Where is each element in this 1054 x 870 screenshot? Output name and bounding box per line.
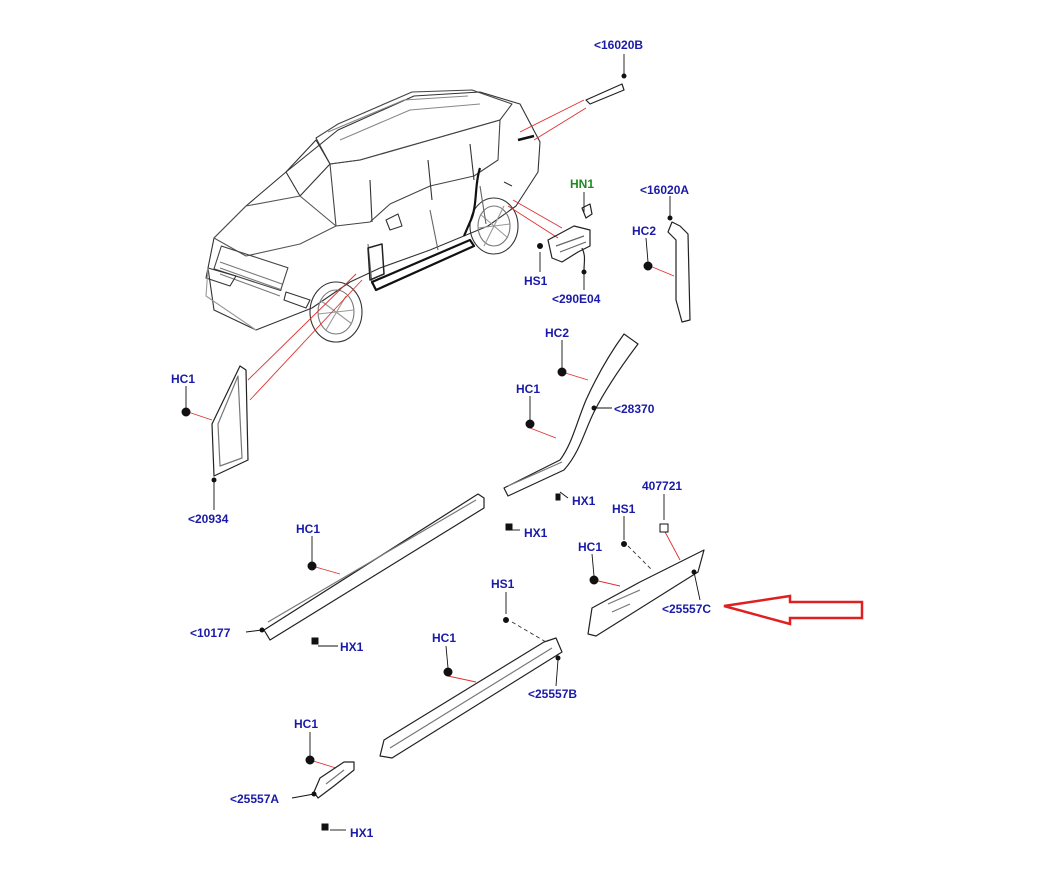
callout-20934[interactable]: <20934	[188, 512, 229, 526]
part-10177	[263, 493, 485, 641]
part-28370	[503, 333, 639, 497]
clip-407721	[659, 523, 669, 533]
clip-hc1-front	[181, 407, 191, 417]
clip-hc1-c	[589, 575, 599, 585]
screw-hx1-sill	[311, 637, 319, 645]
clip-hc1-a	[305, 755, 315, 765]
screw-hs1-bot	[503, 617, 509, 623]
callout-16020A[interactable]: <16020A	[640, 183, 690, 197]
callout-290E04[interactable]: <290E04	[552, 292, 601, 306]
fasteners	[181, 243, 669, 831]
callout-hx1-a[interactable]: HX1	[572, 494, 596, 508]
part-25557C	[587, 549, 705, 637]
callout-10177[interactable]: <10177	[190, 626, 231, 640]
callout-16020B[interactable]: <16020B	[594, 38, 644, 52]
callout-hc1-arch[interactable]: HC1	[516, 382, 541, 396]
part-290E04	[547, 203, 593, 271]
highlight-arrow	[723, 594, 864, 626]
anchor-dots	[211, 73, 697, 797]
callout-25557C[interactable]: <25557C	[662, 602, 712, 616]
callout-25557B[interactable]: <25557B	[528, 687, 578, 701]
part-25557B	[379, 637, 563, 759]
callout-hx1-bot[interactable]: HX1	[350, 826, 374, 840]
callout-hx1-sill[interactable]: HX1	[340, 640, 364, 654]
callout-hc1-c[interactable]: HC1	[578, 540, 603, 554]
callout-407721[interactable]: 407721	[642, 479, 683, 493]
callout-25557A[interactable]: <25557A	[230, 792, 280, 806]
clip-hc1-sill	[307, 561, 317, 571]
screw-hs1-top	[537, 243, 543, 249]
clip-hc1-arch	[525, 419, 535, 429]
screw-hx1-b	[505, 523, 513, 531]
part-25557A	[313, 761, 355, 799]
callout-hs1-bot[interactable]: HS1	[491, 577, 515, 591]
callout-hc1-a[interactable]: HC1	[294, 717, 319, 731]
callout-hn1[interactable]: HN1	[570, 177, 595, 191]
callout-hc2-pillar[interactable]: HC2	[632, 224, 657, 238]
leader-lines	[187, 99, 681, 769]
parts	[211, 83, 705, 799]
callout-28370[interactable]: <28370	[614, 402, 655, 416]
label-connectors	[185, 54, 701, 831]
screw-hx1-bot	[321, 823, 329, 831]
part-20934	[211, 365, 249, 477]
part-16020B	[585, 83, 625, 105]
screw-hs1-mid	[621, 541, 627, 547]
screw-hx1-a	[555, 493, 561, 501]
vehicle-overview	[205, 89, 541, 343]
dashed-leaders	[511, 545, 653, 643]
callout-hc1-sill[interactable]: HC1	[296, 522, 321, 536]
callout-hs1-top[interactable]: HS1	[524, 274, 548, 288]
callout-hs1-mid[interactable]: HS1	[612, 502, 636, 516]
clip-hc1-b	[443, 667, 453, 677]
callout-hc1-front[interactable]: HC1	[171, 372, 196, 386]
callout-hc1-b[interactable]: HC1	[432, 631, 457, 645]
part-16020A	[667, 221, 691, 323]
callout-hx1-b[interactable]: HX1	[524, 526, 548, 540]
clip-hc2-arch	[557, 367, 567, 377]
clip-hc2-pillar	[643, 261, 653, 271]
callout-hc2-arch[interactable]: HC2	[545, 326, 570, 340]
